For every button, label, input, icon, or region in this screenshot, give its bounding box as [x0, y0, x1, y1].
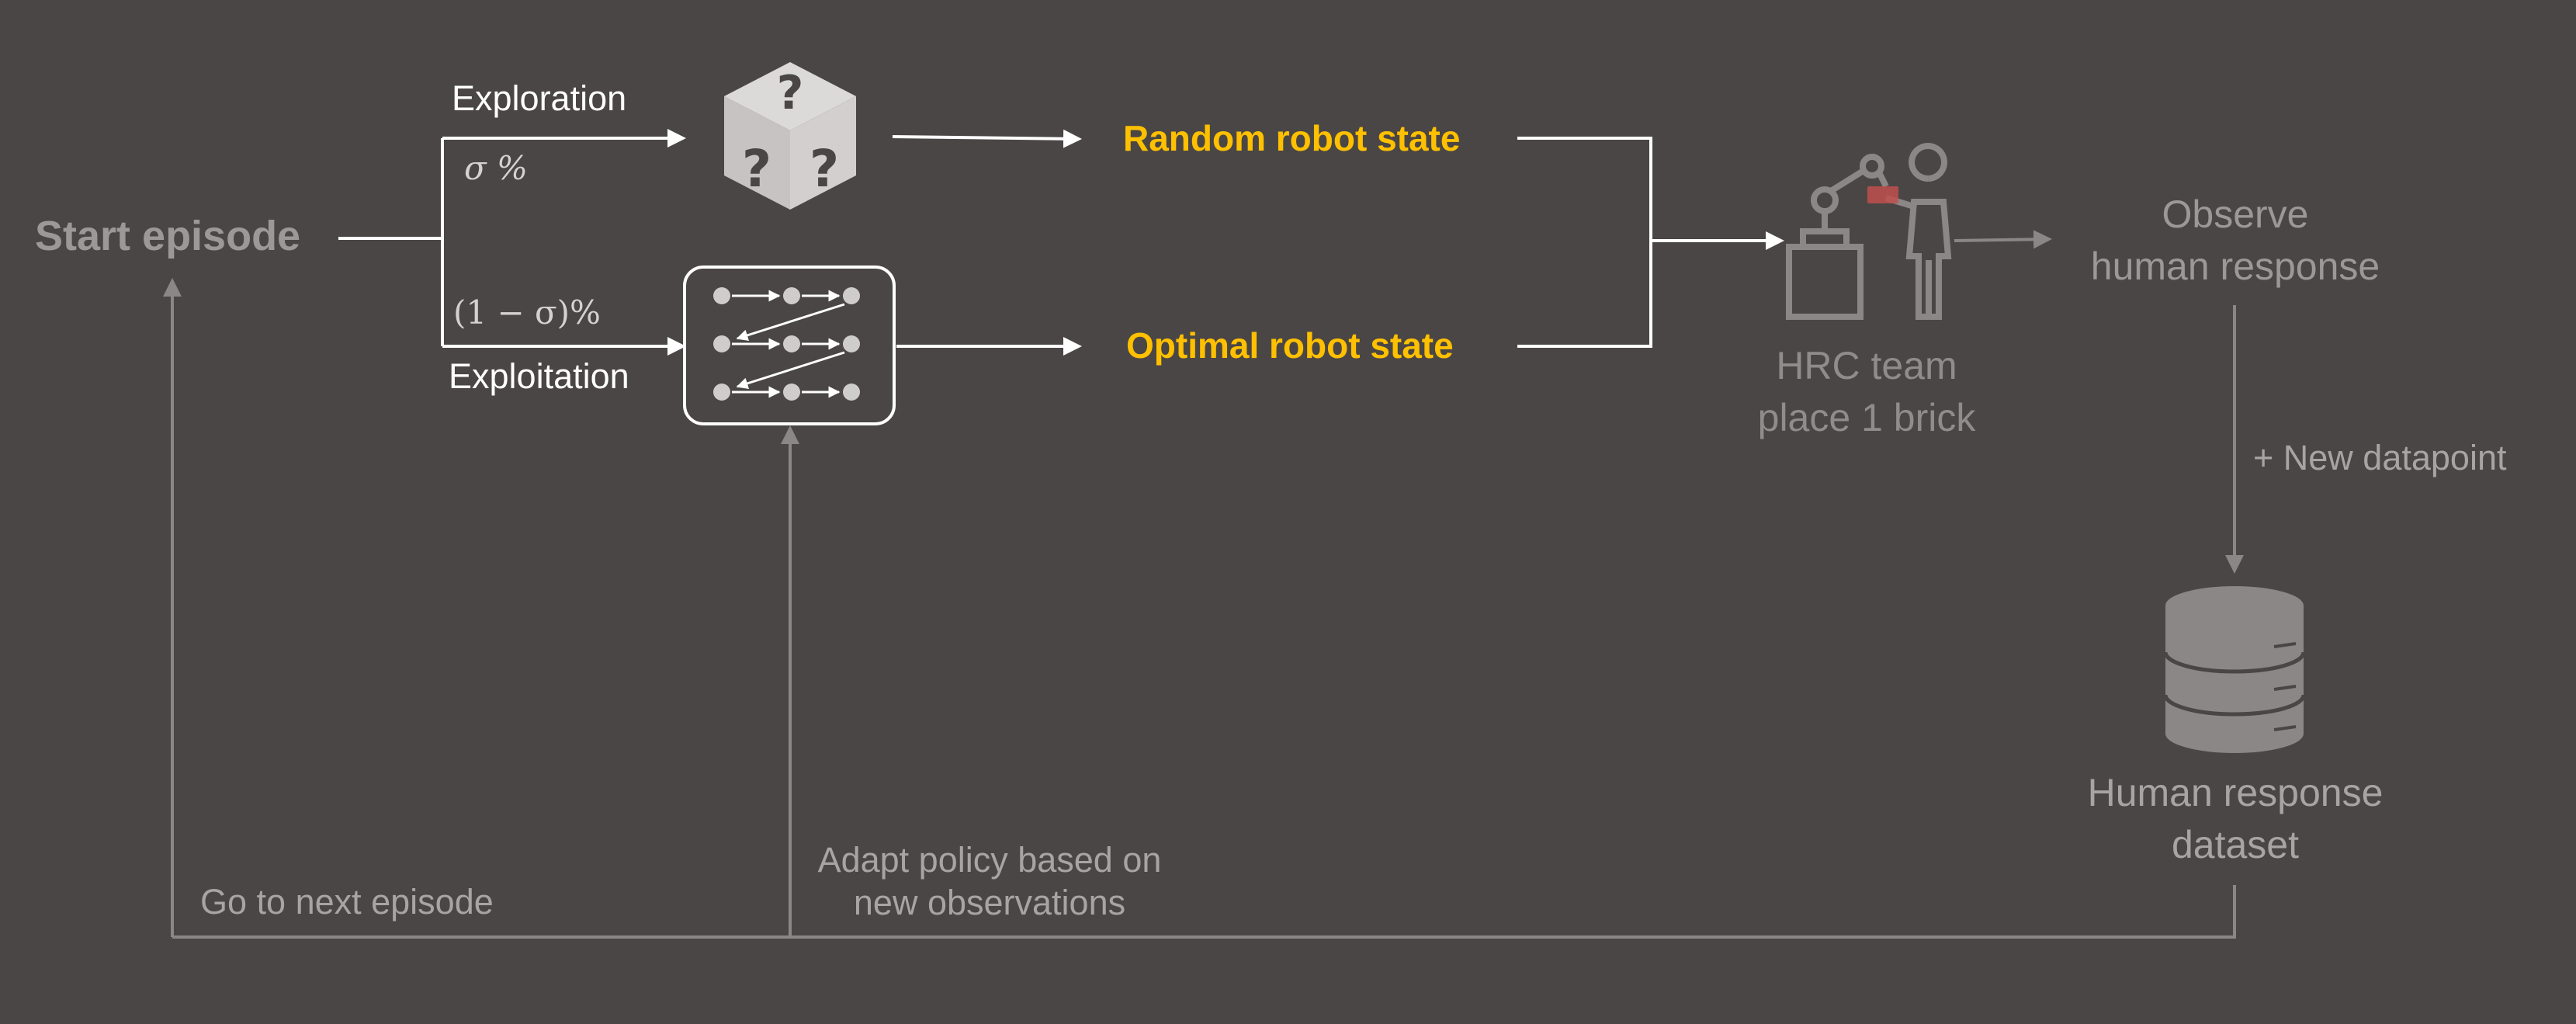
svg-text:?: ?	[777, 66, 804, 120]
start-episode-label: Start episode	[35, 213, 301, 259]
robot-human-icon	[1786, 143, 1952, 320]
exploration-label: Exploration	[452, 78, 627, 118]
adapt-policy-label: Adapt policy based on new observations	[776, 838, 1203, 924]
dice-to-random-arrow	[892, 129, 1082, 148]
dataset-line2: dataset	[2171, 823, 2299, 866]
one-minus-sigma-label: (1 − σ)%	[453, 293, 601, 331]
new-datapoint-label: + New datapoint	[2253, 438, 2507, 477]
random-robot-state-label: Random robot state	[1123, 118, 1461, 158]
exploitation-label: Exploitation	[449, 356, 629, 396]
optimal-robot-state-label: Optimal robot state	[1126, 325, 1454, 366]
dice-question-icon: ? ? ?	[724, 62, 856, 210]
hrc-to-observe-arrow	[1954, 230, 2052, 249]
svg-text:?: ?	[742, 139, 771, 199]
observe-line1: Observe	[2162, 193, 2309, 236]
hrc-team-line2: place 1 brick	[1757, 396, 1976, 439]
sigma-label: σ %	[464, 149, 528, 187]
adapt-line2: new observations	[853, 883, 1126, 922]
observe-line2: human response	[2090, 245, 2380, 288]
dataset-label: Human response dataset	[2018, 767, 2453, 871]
observe-label: Observe human response	[2033, 189, 2437, 293]
next-episode-label: Go to next episode	[200, 882, 494, 922]
policy-graph-icon	[683, 266, 896, 425]
dataset-line1: Human response	[2087, 771, 2384, 814]
split-connector	[338, 138, 444, 346]
brick-icon	[1867, 186, 1898, 203]
database-icon	[2163, 586, 2306, 753]
svg-text:?: ?	[810, 139, 839, 199]
adapt-line1: Adapt policy based on	[817, 840, 1162, 880]
feedback-loop	[172, 885, 2236, 939]
merge-connector	[1517, 137, 1652, 348]
hrc-team-label: HRC team place 1 brick	[1704, 340, 2030, 444]
hrc-team-line1: HRC team	[1776, 344, 1957, 387]
